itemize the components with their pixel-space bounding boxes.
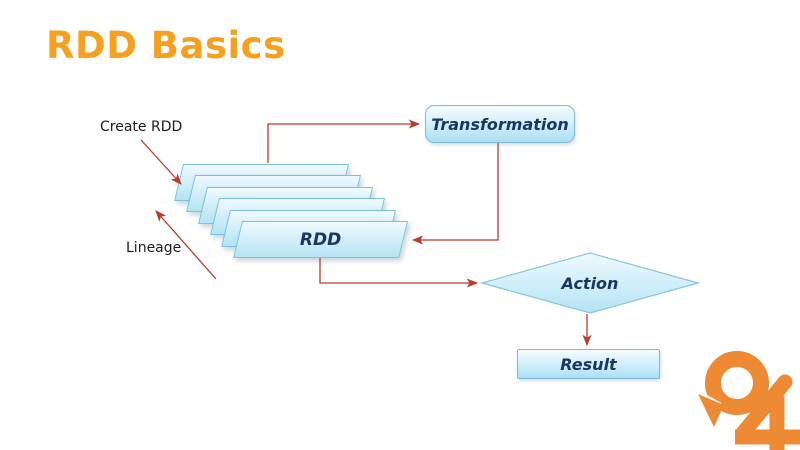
connector-lineage-arrow <box>155 210 217 280</box>
node-result: Result <box>517 349 660 379</box>
transformation-label: Transformation <box>431 114 569 134</box>
orange-circular-arrow-04-logo-icon <box>690 351 800 450</box>
node-transformation: Transformation <box>425 105 575 143</box>
connector-rdd-to-action <box>319 258 479 288</box>
connector-transformation-to-rdd <box>411 143 499 245</box>
label-lineage: Lineage <box>126 240 182 256</box>
diamond-shape <box>480 252 700 314</box>
result-label: Result <box>560 354 617 374</box>
connector-create-rdd-arrow <box>140 139 182 185</box>
node-action: Action <box>480 250 700 316</box>
page-title: RDD Basics <box>46 24 286 67</box>
connector-rdd-to-transformation <box>267 119 421 163</box>
label-create-rdd: Create RDD <box>100 119 183 135</box>
action-label: Action <box>561 273 619 293</box>
